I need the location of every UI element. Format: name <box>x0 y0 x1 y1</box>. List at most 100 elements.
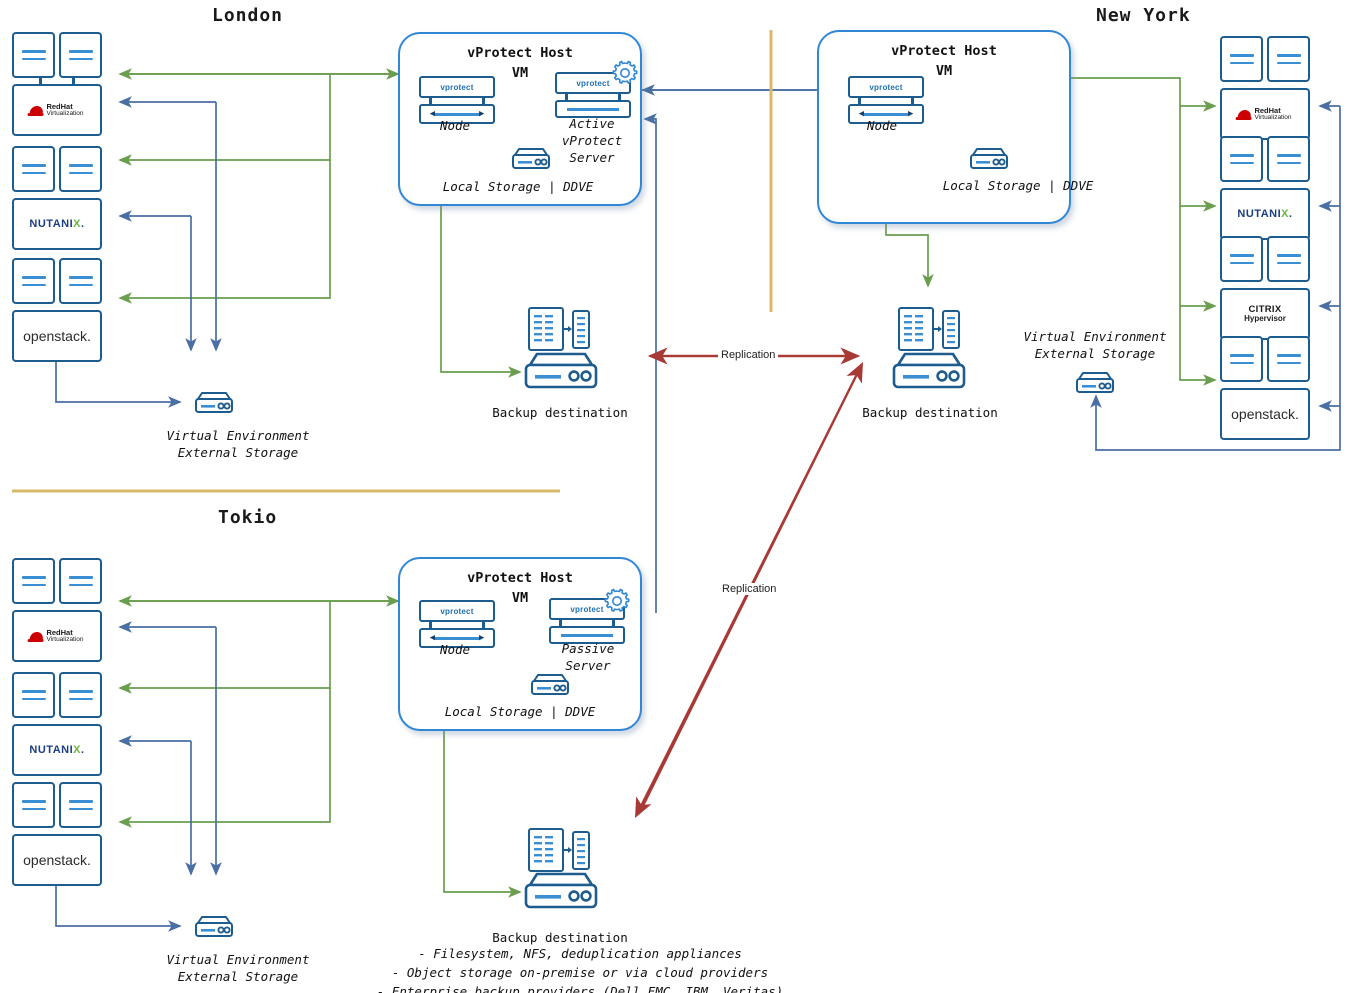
local-storage-label-tokio: Local Storage | DDVE <box>444 704 596 719</box>
vprotect-server-icon-tokio: vprotect <box>549 598 625 644</box>
backup-storage-icon-newyork <box>886 350 972 392</box>
citrix-label-1: CITRIX <box>1248 303 1282 315</box>
logo-box-redhat: RedHat Virtualization <box>12 610 102 662</box>
redhat-label-2: Virtualization <box>1254 113 1292 121</box>
platform-stack-newyork-openstack[interactable]: openstack. <box>1220 336 1310 440</box>
logo-box-openstack: openstack. <box>12 834 102 886</box>
server-pair-icon <box>12 558 102 604</box>
vprotect-node-icon-newyork: vprotect ◀▶ <box>848 76 924 124</box>
logo-box-openstack: openstack. <box>1220 388 1310 440</box>
nutanix-dot: . <box>1289 208 1293 220</box>
backup-destination-label-newyork: Backup destination <box>862 405 998 420</box>
host-title-l2: VM <box>511 589 529 606</box>
nutanix-label: NUTANI <box>1237 208 1282 220</box>
node-label-newyork: Node <box>866 118 898 133</box>
node-label-tokio: Node <box>439 642 471 657</box>
divider-lines <box>12 30 773 493</box>
platform-stack-london-openstack[interactable]: openstack. <box>12 258 102 362</box>
stem-connector <box>12 78 102 84</box>
backup-db-icon-newyork <box>896 305 962 355</box>
gear-icon-tokio <box>604 588 630 614</box>
openstack-label: openstack. <box>23 852 91 868</box>
platform-stack-london-redhat[interactable]: RedHat Virtualization <box>12 32 102 136</box>
replication-label-horizontal: Replication <box>718 349 779 361</box>
redhat-hat-icon <box>1237 109 1252 119</box>
backup-note-1: - Filesystem, NFS, deduplication applian… <box>418 946 742 961</box>
host-title-l1: vProtect Host <box>467 570 573 586</box>
local-storage-icon-newyork <box>966 146 1012 172</box>
local-storage-icon-tokio <box>527 672 573 698</box>
logo-box-redhat: RedHat Virtualization <box>12 84 102 136</box>
logo-box-citrix: CITRIX Hypervisor <box>1220 288 1310 340</box>
external-storage-icon-london <box>191 390 237 416</box>
redhat-label-2: Virtualization <box>46 109 84 117</box>
site-title-tokio: Tokio <box>218 507 278 528</box>
replication-label-diagonal: Replication <box>719 583 780 595</box>
platform-stack-newyork-redhat[interactable]: RedHat Virtualization <box>1220 36 1310 140</box>
server-pair-icon <box>12 32 102 78</box>
platform-stack-newyork-nutanix[interactable]: NUTANIX. <box>1220 136 1310 240</box>
external-storage-icon-tokio <box>191 914 237 940</box>
nutanix-dot: . <box>81 218 85 230</box>
site-title-london: London <box>212 5 284 26</box>
vprotect-brand-label: vprotect <box>576 78 610 88</box>
backup-storage-icon-tokio <box>518 870 604 912</box>
local-storage-label-london: Local Storage | DDVE <box>442 179 594 194</box>
server-pair-icon <box>12 146 102 192</box>
vprotect-brand-label: vprotect <box>440 606 474 616</box>
node-label-london: Node <box>439 118 471 133</box>
server-pair-icon <box>1220 236 1310 282</box>
server-pair-icon <box>1220 336 1310 382</box>
nutanix-accent: X <box>73 744 81 756</box>
openstack-label: openstack. <box>1231 406 1299 422</box>
host-title-l1: vProtect Host <box>467 45 573 61</box>
redhat-hat-icon <box>29 105 44 115</box>
backup-destination-notes: - Filesystem, NFS, deduplication applian… <box>180 945 980 993</box>
openstack-label: openstack. <box>23 328 91 344</box>
server-pair-icon <box>1220 136 1310 182</box>
vprotect-node-icon-tokio: vprotect ◀▶ <box>419 600 495 648</box>
nutanix-accent: X <box>73 218 81 230</box>
platform-stack-tokio-nutanix[interactable]: NUTANIX. <box>12 672 102 776</box>
site-title-newyork: New York <box>1096 5 1191 26</box>
logo-box-redhat: RedHat Virtualization <box>1220 88 1310 140</box>
platform-stack-london-nutanix[interactable]: NUTANIX. <box>12 146 102 250</box>
gear-icon-london <box>612 60 638 86</box>
platform-stack-newyork-citrix[interactable]: CITRIX Hypervisor <box>1220 236 1310 340</box>
redhat-label-2: Virtualization <box>46 635 84 643</box>
vprotect-brand-label: vprotect <box>570 604 604 614</box>
host-title-l2: VM <box>935 62 953 79</box>
nutanix-dot: . <box>81 744 85 756</box>
redhat-label-1: RedHat <box>1254 105 1281 115</box>
backup-note-3: - Enterprise backup providers (Dell EMC,… <box>376 983 784 993</box>
backup-db-icon-tokio <box>526 826 592 876</box>
local-storage-label-newyork: Local Storage | DDVE <box>942 178 1094 193</box>
host-title-l1: vProtect Host <box>891 43 997 59</box>
vprotect-brand-label: vprotect <box>440 82 474 92</box>
logo-box-nutanix: NUTANIX. <box>1220 188 1310 240</box>
redhat-label-1: RedHat <box>46 627 73 637</box>
nutanix-accent: X <box>1281 208 1289 220</box>
platform-stack-tokio-openstack[interactable]: openstack. <box>12 782 102 886</box>
redhat-label-1: RedHat <box>46 101 73 111</box>
citrix-label-2: Hypervisor <box>1244 313 1286 323</box>
nutanix-label: NUTANI <box>29 218 74 230</box>
server-pair-icon <box>12 672 102 718</box>
backup-storage-icon-london <box>518 350 604 392</box>
redhat-hat-icon <box>29 631 44 641</box>
platform-stack-tokio-redhat[interactable]: RedHat Virtualization <box>12 558 102 662</box>
logo-box-nutanix: NUTANIX. <box>12 198 102 250</box>
logo-box-openstack: openstack. <box>12 310 102 362</box>
vprotect-node-icon-london: vprotect ◀▶ <box>419 76 495 124</box>
host-title-l2: VM <box>511 64 529 81</box>
vprotect-server-icon-london: vprotect <box>555 72 631 118</box>
server-label-london: Active vProtect Server <box>561 116 623 165</box>
backup-db-icon-london <box>526 305 592 355</box>
server-pair-icon <box>1220 36 1310 82</box>
